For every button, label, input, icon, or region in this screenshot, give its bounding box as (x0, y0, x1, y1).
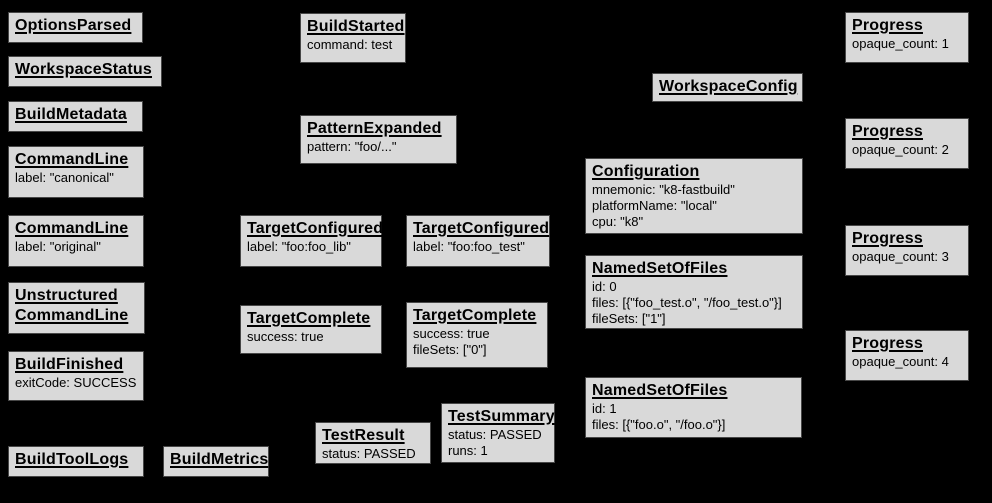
node-title: CommandLine (15, 151, 129, 168)
node-attribute: platformName: "local" (592, 198, 717, 213)
node-workspaceconfig: WorkspaceConfig (652, 73, 803, 102)
node-buildfinished: BuildFinished exitCode: SUCCESS (8, 351, 144, 401)
node-targetconfigured-foo-test: TargetConfigured label: "foo:foo_test" (406, 215, 550, 267)
node-buildtoollogs: BuildToolLogs (8, 446, 144, 477)
node-title: BuildFinished (15, 356, 124, 373)
node-attribute: files: [{"foo.o", "/foo.o"}] (592, 417, 726, 432)
node-title: OptionsParsed (15, 17, 132, 34)
node-targetconfigured-foo-lib: TargetConfigured label: "foo:foo_lib" (240, 215, 384, 267)
node-title: TestResult (322, 427, 405, 444)
node-targetcomplete-foo-test: TargetComplete success: true fileSets: [… (406, 302, 548, 368)
node-title: Progress (852, 123, 923, 140)
node-buildmetadata: BuildMetadata (8, 101, 143, 132)
node-attribute: opaque_count: 2 (852, 142, 949, 157)
node-title: Progress (852, 17, 923, 34)
node-attribute: pattern: "foo/..." (307, 139, 397, 154)
node-title: TargetConfigured (247, 220, 384, 237)
node-title: TargetComplete (413, 307, 537, 324)
node-commandline-original: CommandLine label: "original" (8, 215, 144, 267)
node-unstructuredcommandline: Unstructured CommandLine (8, 282, 145, 334)
node-title: Progress (852, 230, 923, 247)
node-title: Configuration (592, 163, 700, 180)
node-progress-1: Progress opaque_count: 1 (845, 12, 969, 63)
node-attribute: status: PASSED (448, 427, 542, 442)
node-progress-4: Progress opaque_count: 4 (845, 330, 969, 381)
node-attribute: id: 0 (592, 279, 617, 294)
node-title: NamedSetOfFiles (592, 382, 728, 399)
node-attribute: label: "foo:foo_test" (413, 239, 525, 254)
node-progress-3: Progress opaque_count: 3 (845, 225, 969, 276)
node-title: CommandLine (15, 220, 129, 237)
node-title: NamedSetOfFiles (592, 260, 728, 277)
node-patternexpanded: PatternExpanded pattern: "foo/..." (300, 115, 457, 164)
node-attribute: success: true (247, 329, 324, 344)
node-title: TestSummary (448, 408, 555, 425)
node-title: BuildStarted (307, 18, 405, 35)
node-attribute: command: test (307, 37, 393, 52)
node-title: BuildMetadata (15, 106, 127, 123)
node-namedsetoffiles-0: NamedSetOfFiles id: 0 files: [{"foo_test… (585, 255, 803, 329)
node-title: TargetConfigured (413, 220, 550, 237)
node-title: Progress (852, 335, 923, 352)
node-attribute: fileSets: ["1"] (592, 311, 666, 326)
node-optionsparsed: OptionsParsed (8, 12, 143, 43)
node-attribute: opaque_count: 4 (852, 354, 949, 369)
node-attribute: runs: 1 (448, 443, 488, 458)
node-testresult: TestResult status: PASSED (315, 422, 431, 464)
node-attribute: opaque_count: 3 (852, 249, 949, 264)
node-attribute: status: PASSED (322, 446, 416, 461)
node-configuration: Configuration mnemonic: "k8-fastbuild" p… (585, 158, 803, 234)
node-title: WorkspaceStatus (15, 61, 152, 78)
node-title: BuildToolLogs (15, 451, 129, 468)
node-title: Unstructured CommandLine (15, 287, 129, 324)
node-attribute: label: "canonical" (15, 170, 114, 185)
node-attribute: files: [{"foo_test.o", "/foo_test.o"}] (592, 295, 782, 310)
node-title: BuildMetrics (170, 451, 269, 468)
node-attribute: label: "original" (15, 239, 101, 254)
node-attribute: opaque_count: 1 (852, 36, 949, 51)
node-attribute: label: "foo:foo_lib" (247, 239, 351, 254)
node-namedsetoffiles-1: NamedSetOfFiles id: 1 files: [{"foo.o", … (585, 377, 802, 438)
node-attribute: fileSets: ["0"] (413, 342, 487, 357)
node-progress-2: Progress opaque_count: 2 (845, 118, 969, 169)
node-targetcomplete-foo-lib: TargetComplete success: true (240, 305, 382, 354)
node-attribute: exitCode: SUCCESS (15, 375, 137, 390)
node-title: PatternExpanded (307, 120, 442, 137)
node-title: TargetComplete (247, 310, 371, 327)
node-testsummary: TestSummary status: PASSED runs: 1 (441, 403, 555, 463)
node-buildstarted: BuildStarted command: test (300, 13, 406, 63)
node-title: WorkspaceConfig (659, 78, 798, 95)
node-attribute: cpu: "k8" (592, 214, 644, 229)
node-buildmetrics: BuildMetrics (163, 446, 269, 477)
node-attribute: id: 1 (592, 401, 617, 416)
node-commandline-canonical: CommandLine label: "canonical" (8, 146, 144, 198)
node-attribute: success: true (413, 326, 490, 341)
node-attribute: mnemonic: "k8-fastbuild" (592, 182, 735, 197)
node-workspacestatus: WorkspaceStatus (8, 56, 162, 87)
